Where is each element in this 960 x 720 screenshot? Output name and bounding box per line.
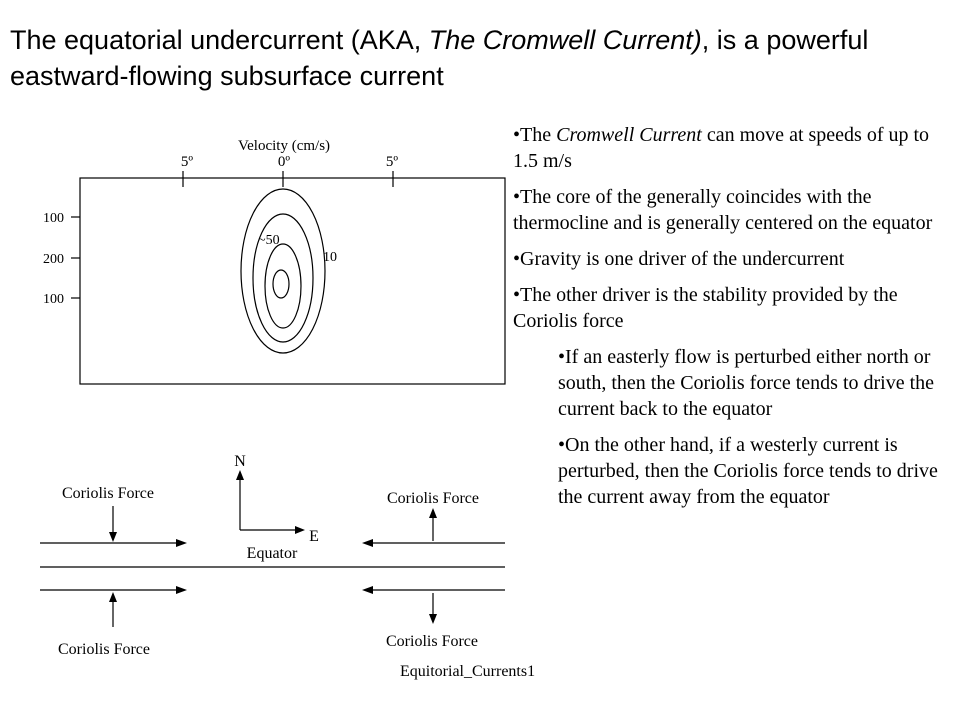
contour-label-50: ~50 bbox=[258, 233, 280, 248]
equator-label: Equator bbox=[247, 545, 298, 562]
velocity-axis-title: Velocity (cm/s) bbox=[238, 138, 330, 154]
east-label: E bbox=[309, 528, 319, 545]
depth-tick-label-3: 100 bbox=[43, 292, 64, 307]
top-tick-label-west: 5º bbox=[181, 154, 194, 170]
coriolis-label-top-left: Coriolis Force bbox=[62, 485, 154, 502]
north-label: N bbox=[234, 453, 246, 470]
westward-flow-south-arrowhead bbox=[362, 586, 373, 594]
bullet-1-prefix: •The bbox=[513, 124, 557, 146]
eastward-flow-north-arrowhead bbox=[176, 539, 187, 547]
bullet-core-thermocline: •The core of the generally coincides wit… bbox=[513, 186, 933, 234]
section-frame bbox=[79, 177, 506, 385]
contour-outer bbox=[240, 188, 326, 354]
slide-title: The equatorial undercurrent (AKA, The Cr… bbox=[10, 22, 940, 94]
east-arrowhead bbox=[295, 526, 305, 534]
bullet-1-suffix: can move at speeds of up to 1.5 m/s bbox=[513, 124, 930, 172]
sub-bullet-westerly: •On the other hand, if a westerly curren… bbox=[558, 434, 938, 508]
contour-core bbox=[272, 269, 290, 299]
coriolis-label-bottom-left: Coriolis Force bbox=[58, 641, 150, 658]
title-part-1: The equatorial undercurrent (AKA, bbox=[10, 25, 429, 55]
coriolis-arrowhead-top-left bbox=[109, 532, 117, 542]
slide-footer: Equitorial_Currents1 bbox=[400, 663, 536, 680]
north-arrowhead bbox=[236, 470, 244, 480]
top-tick-label-east: 5º bbox=[386, 154, 399, 170]
contour-inner bbox=[264, 243, 302, 329]
depth-tick-label-2: 200 bbox=[43, 252, 64, 267]
eastward-flow-south-arrowhead bbox=[176, 586, 187, 594]
coriolis-arrowhead-bottom-left bbox=[109, 592, 117, 602]
bullet-list: •The Cromwell Current can move at speeds… bbox=[513, 122, 938, 520]
sub-bullet-easterly: •If an easterly flow is perturbed either… bbox=[558, 346, 935, 420]
title-italic: The Cromwell Current) bbox=[428, 25, 702, 55]
westward-flow-north-arrowhead bbox=[362, 539, 373, 547]
bullet-1-italic: Cromwell Current bbox=[556, 124, 702, 146]
depth-tick-label-1: 100 bbox=[43, 211, 64, 226]
coriolis-label-bottom-right: Coriolis Force bbox=[386, 633, 478, 650]
bullet-cromwell-speed: •The Cromwell Current can move at speeds… bbox=[513, 122, 938, 174]
contour-label-10: 10 bbox=[323, 250, 337, 265]
contour-middle bbox=[252, 213, 314, 343]
coriolis-arrowhead-top-right bbox=[429, 508, 437, 518]
bullet-coriolis-driver: •The other driver is the stability provi… bbox=[513, 284, 898, 332]
coriolis-label-top-right: Coriolis Force bbox=[387, 490, 479, 507]
bullet-gravity-driver: •Gravity is one driver of the undercurre… bbox=[513, 248, 845, 270]
coriolis-arrowhead-bottom-right bbox=[429, 614, 437, 624]
title-part-2: , is a powerful eastward-flowing subsurf… bbox=[10, 25, 869, 91]
top-tick-label-equator: 0º bbox=[278, 154, 291, 170]
